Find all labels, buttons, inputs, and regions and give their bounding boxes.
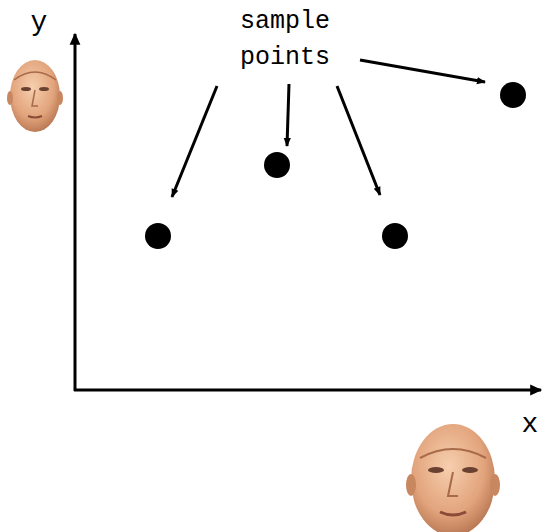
axis-label: y [24,6,54,40]
sample-dots [145,82,526,249]
narrow-face [7,60,63,132]
x-axis [74,389,541,392]
y-axis [74,34,77,391]
axis-label: x [518,408,542,442]
wide-face [406,424,500,532]
callout-label: sample points [215,4,355,76]
leader-arrows [172,60,485,197]
